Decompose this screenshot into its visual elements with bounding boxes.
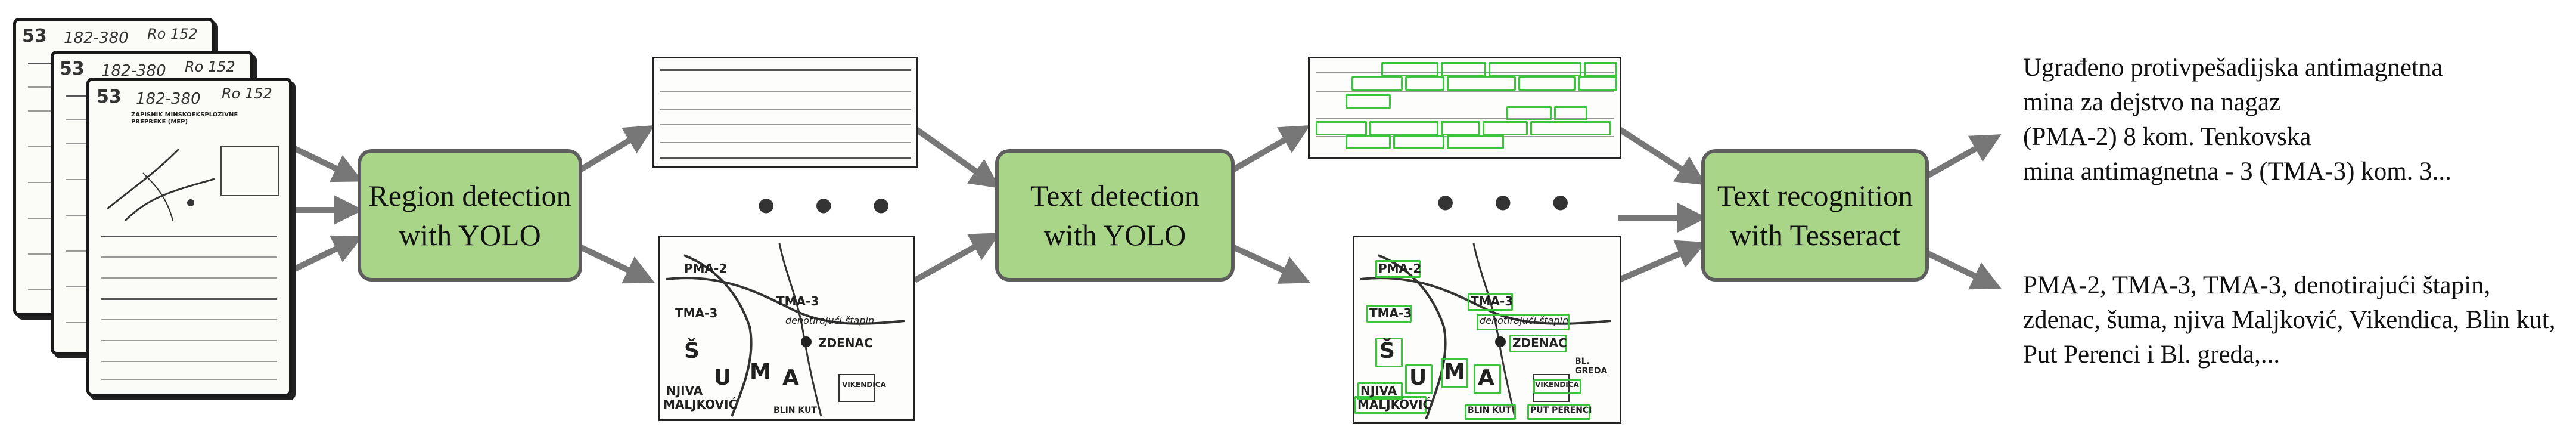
handwritten-code: Ro 152 [222, 85, 272, 102]
cropped-text-region [652, 57, 918, 168]
front-page-sketch [107, 148, 215, 222]
map-label-maljkovic: MALJKOVIĆ [663, 397, 738, 412]
annot-label-pma2: PMA-2 [1378, 261, 1422, 276]
arrow-crop-bottom-to-text [913, 233, 1000, 283]
annot-label-njiva: NJIVA [1360, 383, 1397, 398]
annot-label-zdenac: ZDENAC [1512, 336, 1567, 350]
handwritten-code: Ro 152 [147, 26, 198, 42]
output-text-top: Ugrađeno protivpešadijska antimagnetna m… [2023, 51, 2451, 189]
region-detection-box: Region detection with YOLO [358, 149, 582, 282]
record-code: 182-380 [64, 29, 129, 47]
map-label-pma2: PMA-2 [684, 261, 728, 276]
legend-box [220, 146, 279, 196]
annot-label-tma3-b: TMA-3 [1471, 294, 1514, 308]
annot-label-put: PUT PERENCI [1530, 406, 1592, 415]
map-label-suma-m: M [750, 360, 771, 384]
annot-label-stapin: denotirajući štapin [1480, 315, 1569, 326]
document-page-front: 53 182-380 Ro 152 ZAPISNIK MINSKOEKSPLOZ… [86, 78, 292, 397]
map-label-vikendica: VIKENDICA [842, 381, 886, 389]
output-bottom-line-3: Put Perenci i Bl. greda,... [2023, 341, 2280, 369]
annot-label-maljkovic: MALJKOVIĆ [1357, 397, 1432, 412]
arrow-region-to-crop-bottom [573, 242, 655, 284]
ellipsis-annotations: • • • [1436, 173, 1582, 233]
record-code: 182-380 [101, 62, 166, 80]
arrow-text-to-annot-top [1226, 125, 1310, 176]
handwritten-code: Ro 152 [185, 58, 235, 75]
record-code: 182-380 [136, 90, 201, 108]
annotated-text-region [1308, 57, 1621, 159]
output-top-line-3: (PMA-2) 8 kom. Tenkovska [2023, 123, 2311, 151]
region-detection-line-1: Region detection [368, 179, 571, 212]
region-detection-line-2: with YOLO [399, 218, 541, 252]
arrow-text-to-annot-bottom [1226, 242, 1311, 284]
map-label-tma3-a: TMA-3 [675, 306, 718, 320]
map-label-blin-kut: BLIN KUT [773, 406, 817, 415]
annot-label-tma3-a: TMA-3 [1369, 306, 1412, 320]
map-label-suma-u: U [714, 366, 732, 390]
map-label-stapin: denotirajući štapin [785, 315, 875, 326]
annot-label-vikendica: VIKENDICA [1535, 381, 1579, 389]
annot-label-suma-m: M [1444, 360, 1465, 384]
map-label-suma-s: Š [684, 339, 700, 363]
annot-label-suma-u: U [1409, 366, 1427, 390]
arrow-recog-to-output-bottom [1920, 248, 2002, 290]
output-top-line-2: mina za dejstvo na nagaz [2023, 88, 2281, 116]
output-top-line-4: mina antimagnetna - 3 (TMA-3) kom. 3... [2023, 157, 2451, 185]
page-number: 53 [97, 86, 122, 107]
annotated-map-region: PMA-2 TMA-3 TMA-3 denotirajući štapin ZD… [1353, 236, 1621, 424]
arrow-region-to-crop-top [573, 125, 655, 176]
arrow-crop-top-to-text [913, 125, 1000, 188]
map-label-tma3-b: TMA-3 [776, 294, 819, 308]
output-top-line-1: Ugrađeno protivpešadijska antimagnetna [2023, 54, 2443, 82]
sketch-map [666, 243, 905, 417]
page-number: 53 [60, 58, 85, 79]
text-detection-line-1: Text detection [1030, 179, 1200, 212]
text-detection-line-2: with YOLO [1043, 218, 1186, 252]
text-detection-box: Text detection with YOLO [995, 149, 1235, 282]
text-recognition-line-2: with Tesseract [1730, 218, 1900, 252]
arrow-annot-top-to-recog [1616, 125, 1707, 185]
arrow-recog-to-output-top [1920, 134, 2002, 182]
output-bottom-line-1: PMA-2, TMA-3, TMA-3, denotirajući štapin… [2023, 271, 2491, 299]
map-label-njiva: NJIVA [666, 383, 703, 398]
map-label-suma-a: A [782, 366, 799, 390]
ellipsis-regions: • • • [757, 176, 903, 236]
annot-label-blin-kut: BLIN KUT [1468, 406, 1511, 415]
annot-label-bl-greda: BL. GREDA [1575, 357, 1608, 376]
arrow-annot-bottom-to-recog [1617, 240, 1707, 283]
map-label-zdenac: ZDENAC [818, 336, 873, 350]
form-title: ZAPISNIK MINSKOEKSPLOZIVNE PREPREKE (MEP… [131, 112, 238, 125]
text-recognition-box: Text recognition with Tesseract [1701, 149, 1929, 282]
output-text-bottom: PMA-2, TMA-3, TMA-3, denotirajući štapin… [2023, 268, 2555, 372]
cropped-map-region: PMA-2 TMA-3 TMA-3 denotirajući štapin ZD… [658, 236, 915, 421]
output-bottom-line-2: zdenac, šuma, njiva Maljković, Vikendica… [2023, 306, 2556, 334]
annot-label-suma-s: Š [1379, 339, 1395, 363]
annot-label-suma-a: A [1478, 366, 1494, 390]
text-recognition-line-1: Text recognition [1717, 179, 1913, 212]
page-number: 53 [22, 26, 47, 47]
